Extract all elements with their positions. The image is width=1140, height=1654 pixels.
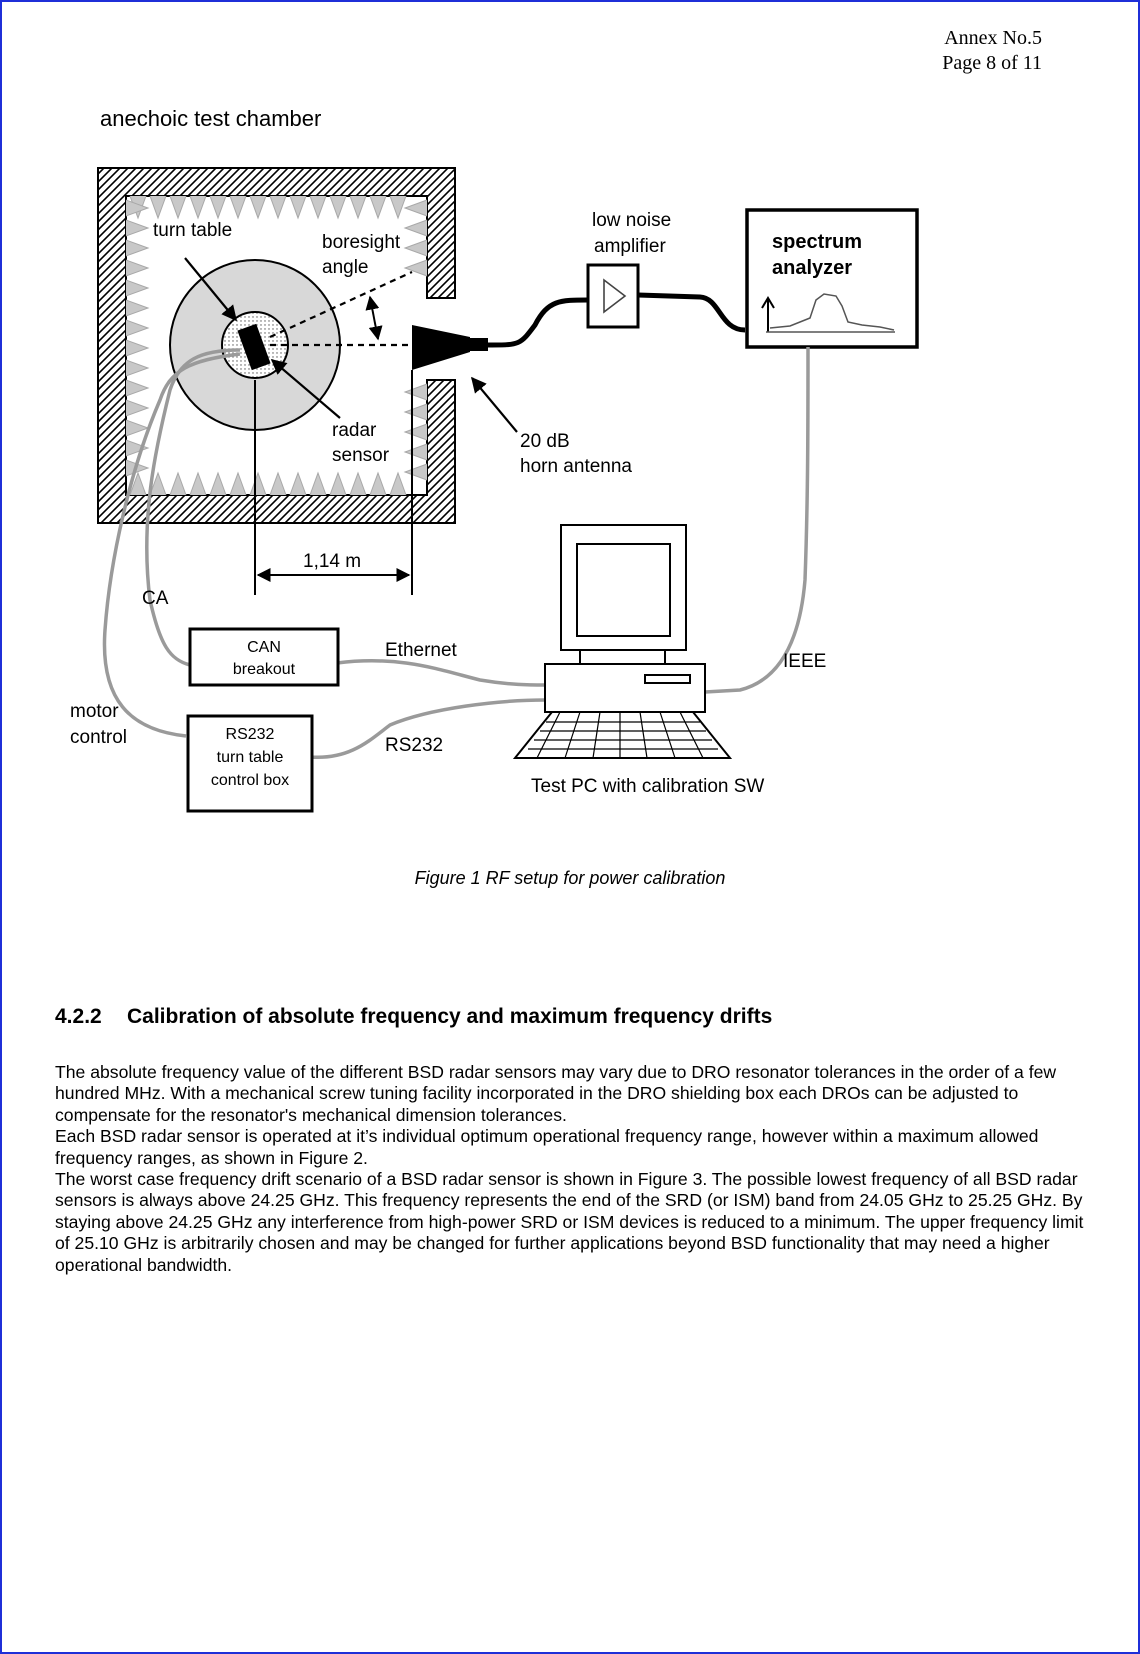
pc-keyboard bbox=[512, 711, 733, 759]
angle-line bbox=[269, 270, 413, 339]
radar-label-2: sensor bbox=[332, 445, 390, 466]
spectrum-label-2: analyzer bbox=[772, 257, 852, 279]
ethernet-label: Ethernet bbox=[385, 640, 458, 661]
figure-caption: Figure 1 RF setup for power calibration bbox=[414, 868, 726, 888]
turn-table-label: turn table bbox=[153, 220, 232, 241]
rf-setup-diagram: anechoic test chamber low noise amplifie… bbox=[70, 106, 919, 813]
paragraph: The absolute frequency value of the diff… bbox=[55, 1062, 1057, 1125]
page-number: Page 8 of 11 bbox=[942, 52, 1042, 74]
ieee-label: IEEE bbox=[783, 651, 826, 672]
paragraph: Each BSD radar sensor is operated at it’… bbox=[55, 1126, 1039, 1168]
turn-table-arrow bbox=[184, 257, 237, 322]
pc-screen bbox=[576, 543, 671, 637]
radar-sensor-arrow bbox=[270, 359, 341, 419]
horn-antenna-arrow bbox=[471, 376, 518, 433]
amplifier-icon bbox=[603, 278, 627, 314]
rs232-control-box bbox=[186, 714, 314, 813]
motor-label-2: control bbox=[70, 727, 127, 748]
horn-flange bbox=[470, 338, 488, 351]
spectrum-trace-icon bbox=[761, 293, 895, 333]
lna-label-1: low noise bbox=[592, 210, 671, 231]
spectrum-analyzer-box bbox=[745, 208, 919, 349]
section-number: 4.2.2 bbox=[55, 1005, 102, 1028]
pc-base-unit bbox=[544, 663, 706, 713]
test-pc bbox=[512, 524, 733, 759]
annex-header: Annex No.5 Page 8 of 11 bbox=[942, 26, 1042, 76]
can-label-2: breakout bbox=[233, 661, 296, 678]
pc-drive-slot bbox=[644, 674, 691, 684]
section-body: The absolute frequency value of the diff… bbox=[55, 1062, 1095, 1276]
radar-label-1: radar bbox=[332, 420, 377, 441]
annex-number: Annex No.5 bbox=[944, 27, 1042, 49]
radar-sensor bbox=[237, 323, 271, 371]
control-cables bbox=[102, 346, 810, 759]
can-breakout-box bbox=[188, 627, 340, 687]
paragraph: The worst case frequency drift scenario … bbox=[55, 1169, 1084, 1275]
chamber-label: anechoic test chamber bbox=[100, 106, 321, 131]
boresight-label-1: boresight bbox=[322, 232, 401, 253]
pc-monitor-stand bbox=[579, 649, 666, 665]
spectrum-label-1: spectrum bbox=[772, 231, 862, 253]
section-heading: 4.2.2 Calibration of absolute frequency a… bbox=[55, 1005, 772, 1029]
lna-label-2: amplifier bbox=[594, 236, 666, 257]
horn-antenna bbox=[412, 325, 470, 370]
horn-label-1: 20 dB bbox=[520, 431, 570, 452]
can-label-1: CAN bbox=[247, 639, 281, 656]
rs232-line-label: RS232 bbox=[385, 735, 443, 756]
ca-label: CA bbox=[142, 588, 169, 609]
rf-cable-horn-lna bbox=[487, 297, 589, 348]
test-pc-label: Test PC with calibration SW bbox=[531, 776, 764, 797]
anechoic-chamber bbox=[97, 167, 456, 524]
boresight-label-2: angle bbox=[322, 257, 369, 278]
motor-label-1: motor bbox=[70, 701, 119, 722]
rs232-box-label-1: RS232 bbox=[226, 726, 275, 743]
section-title: Calibration of absolute frequency and ma… bbox=[127, 1005, 773, 1028]
boresight-angle-arrow bbox=[365, 295, 383, 341]
horn-label-2: horn antenna bbox=[520, 456, 632, 477]
distance-label: 1,14 m bbox=[303, 551, 361, 572]
rs232-box-label-2: turn table bbox=[217, 749, 284, 766]
lna-box bbox=[586, 263, 640, 329]
rs232-box-label-3: control box bbox=[211, 772, 289, 789]
rf-cable-lna-sa bbox=[637, 292, 746, 333]
